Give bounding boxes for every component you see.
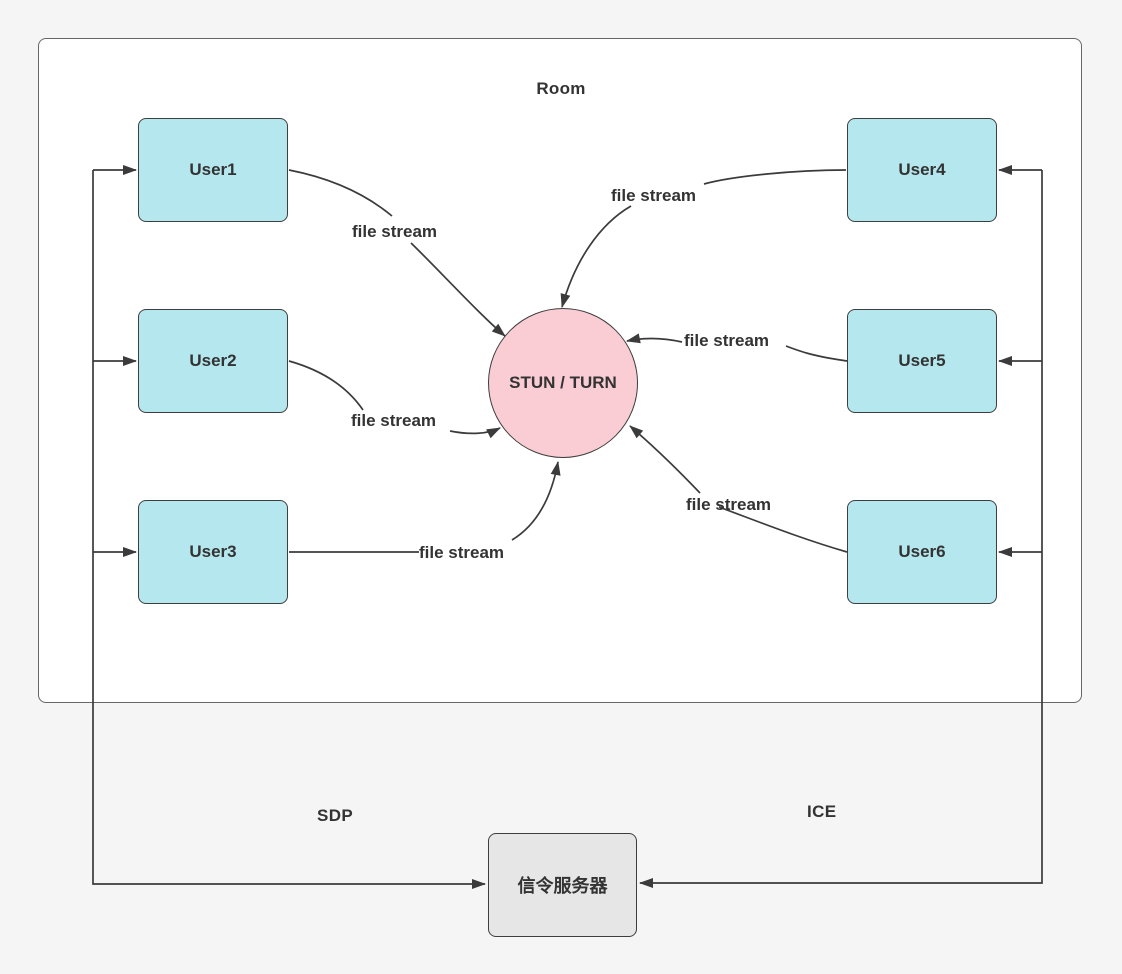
- room-title: Room: [536, 79, 586, 98]
- file-stream-label-user2: file stream: [351, 411, 437, 430]
- user3-node[interactable]: User3: [138, 500, 288, 604]
- user2-label: User2: [189, 351, 237, 370]
- user2-node[interactable]: User2: [138, 309, 288, 413]
- edge-user4-hub[interactable]: [560, 169, 847, 308]
- ice-label: ICE: [807, 802, 837, 821]
- user4-node[interactable]: User4: [847, 118, 997, 222]
- stun-turn-label: STUN / TURN: [509, 373, 617, 392]
- user5-node[interactable]: User5: [847, 309, 997, 413]
- user5-label: User5: [898, 351, 946, 370]
- user1-label: User1: [189, 160, 237, 179]
- file-stream-label-user5: file stream: [684, 331, 770, 350]
- edge-user5-hub[interactable]: [626, 333, 848, 362]
- user1-node[interactable]: User1: [138, 118, 288, 222]
- edge-user1-hub[interactable]: [288, 169, 506, 337]
- sdp-label: SDP: [317, 806, 354, 825]
- right-signaling-bus[interactable]: [639, 165, 1043, 888]
- edge-user3-hub[interactable]: [289, 461, 561, 553]
- left-signaling-bus[interactable]: [92, 165, 486, 889]
- user3-label: User3: [189, 542, 237, 561]
- user4-label: User4: [898, 160, 946, 179]
- stun-turn-hub[interactable]: STUN / TURN: [488, 308, 638, 458]
- user6-node[interactable]: User6: [847, 500, 997, 604]
- signaling-server-label: 信令服务器: [517, 876, 608, 896]
- file-stream-label-user3: file stream: [419, 543, 505, 562]
- edge-user2-hub[interactable]: [288, 360, 501, 439]
- file-stream-label-user4: file stream: [611, 186, 697, 205]
- user6-label: User6: [898, 542, 946, 561]
- file-stream-label-user6: file stream: [686, 495, 772, 514]
- edge-user6-hub[interactable]: [629, 425, 848, 553]
- signaling-server-node[interactable]: 信令服务器: [488, 833, 637, 937]
- file-stream-label-user1: file stream: [352, 222, 438, 241]
